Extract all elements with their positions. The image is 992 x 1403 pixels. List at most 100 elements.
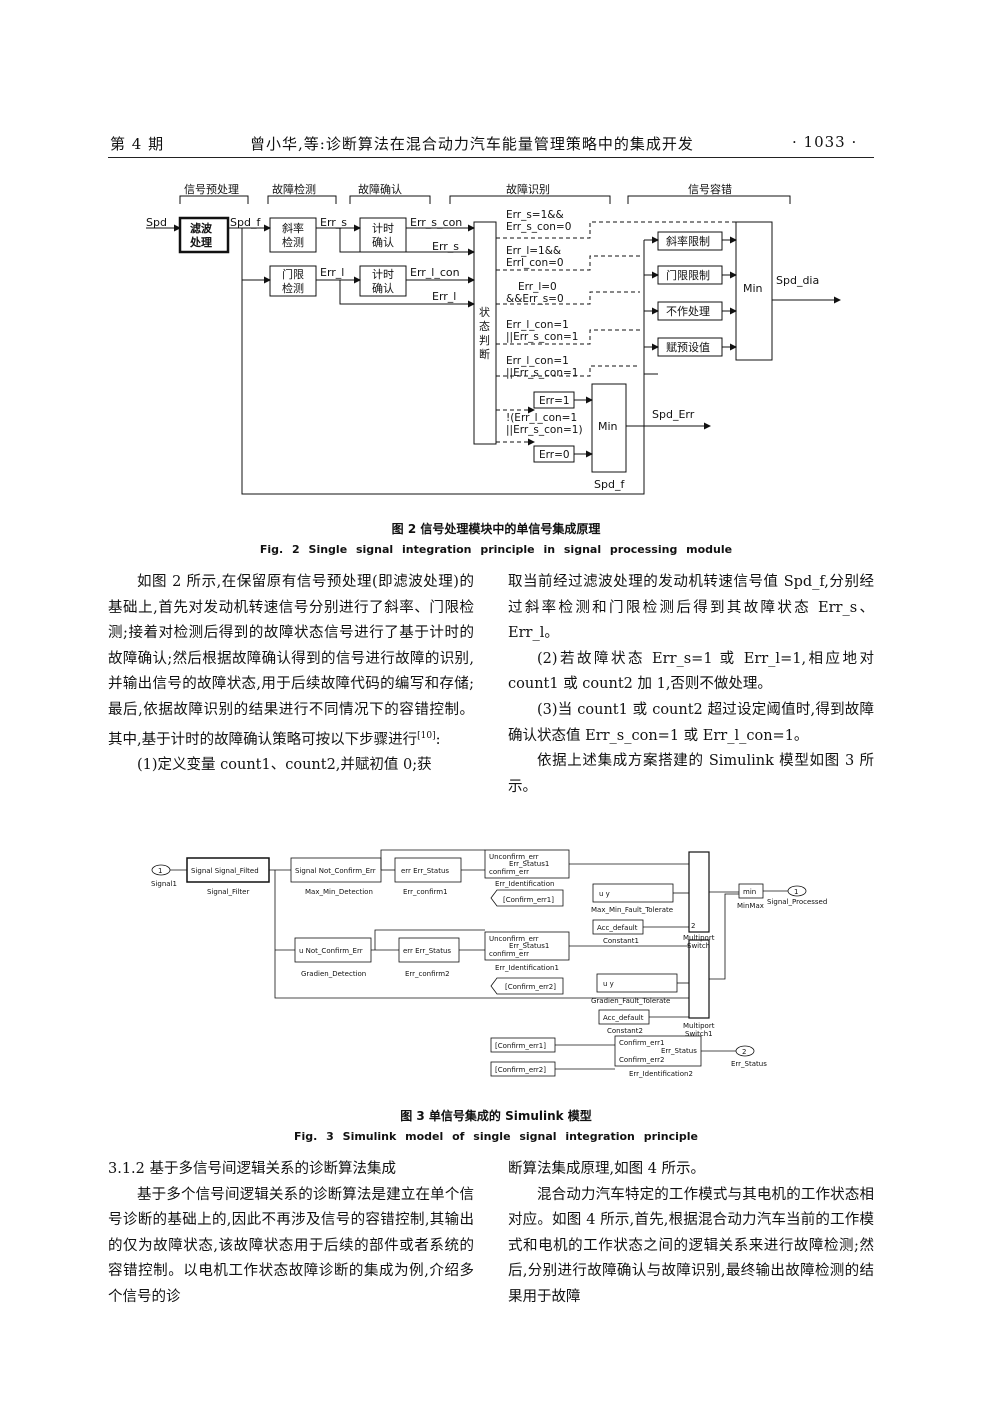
slope-block-label: 斜率 xyxy=(282,221,304,235)
header-rule xyxy=(108,157,874,158)
block-name: Multiport xyxy=(683,934,715,942)
block-name: Gradien_Detection xyxy=(301,970,366,978)
block-label: Signal Signal_Filted xyxy=(191,867,259,875)
running-title: 曾小华,等:诊断算法在混合动力汽车能量管理策略中的集成开发 xyxy=(250,135,694,153)
block-name: Err_Identification xyxy=(495,880,554,888)
block-label: Confirm_err2 xyxy=(619,1056,664,1064)
err-l-label: Err_l xyxy=(432,290,456,303)
spd-label: Spd xyxy=(146,216,167,229)
tolerance-label: 门限限制 xyxy=(666,268,710,282)
state-block-label: 断 xyxy=(479,347,490,361)
spd-f-label: Spd_f xyxy=(594,478,625,491)
err-s-con-label: Err_s_con xyxy=(410,216,462,229)
text-right-column-2: 断算法集成原理,如图 4 所示。 混合动力汽车特定的工作模式与其电机的工作状态相… xyxy=(508,1157,874,1311)
block-name: Err_Identification1 xyxy=(495,964,559,972)
outport-name: Err_Status xyxy=(731,1060,767,1068)
block-label: u y xyxy=(599,890,610,898)
paragraph: 依据上述集成方案搭建的 Simulink 模型如图 3 所示。 xyxy=(508,753,874,795)
paragraph: 基于多个信号间逻辑关系的诊断算法是建立在单个信号诊断的基础上的,因此不再涉及信号… xyxy=(108,1186,474,1305)
inport-number: 1 xyxy=(158,867,162,875)
block-label: err Err_Status xyxy=(401,867,449,875)
condition-label: Errl_con=0 xyxy=(506,257,564,269)
block-label: Unconfirm_err xyxy=(489,853,539,861)
tolerance-label: 斜率限制 xyxy=(666,234,710,248)
block-name: Err_confirm2 xyxy=(405,970,450,978)
slope-block-label: 检测 xyxy=(282,235,304,249)
timer-block-label: 计时 xyxy=(372,268,394,281)
spd-f-label: Spd_f xyxy=(230,216,261,229)
condition-label: &&Err_s=0 xyxy=(506,293,564,305)
figure-2-caption-zh: 图 2 信号处理模块中的单信号集成原理 xyxy=(391,522,601,536)
outport-number: 2 xyxy=(742,1048,746,1056)
figure-2-diagram: 信号预处理 故障检测 故障确认 故障识别 信号容错 Spd 滤波 处理 Spd_… xyxy=(146,182,841,495)
condition-label: Err_s=1&& xyxy=(506,209,564,221)
tolerance-label: 赋预设值 xyxy=(666,341,710,354)
goto-tag: [Confirm_err1] xyxy=(503,896,554,904)
block-name: Constant1 xyxy=(603,937,639,945)
block-name: Gradien_Fault_Tolerate xyxy=(591,997,670,1005)
condition-label: Err_s_con=0 xyxy=(506,221,571,233)
block-label: Acc_default xyxy=(597,924,638,932)
state-block-label: 判 xyxy=(479,334,490,347)
page-number: · 1033 · xyxy=(792,133,858,151)
filter-block-label: 处理 xyxy=(189,235,212,249)
section-label: 故障确认 xyxy=(358,182,402,196)
block-label: confirm_err xyxy=(489,950,529,958)
paragraph: 混合动力汽车特定的工作模式与其电机的工作状态相对应。如图 4 所示,首先,根据混… xyxy=(508,1186,874,1305)
block-label: Confirm_err1 xyxy=(619,1039,664,1047)
paragraph: (3)当 count1 或 count2 超过设定阈值时,得到故障确认状态值 E… xyxy=(508,701,874,744)
state-block-label: 态 xyxy=(479,320,490,333)
text-left-column-1: 如图 2 所示,在保留原有信号预处理(即滤波处理)的基础上,首先对发动机转速信号… xyxy=(108,570,474,779)
paragraph: (1)定义变量 count1、count2,并赋初值 0;获 xyxy=(137,756,432,773)
block-label: Signal Not_Confirm_Err xyxy=(295,867,376,875)
tolerance-label: 不作处理 xyxy=(666,305,710,318)
figure-3-caption-en: Fig. 3 Simulink model of single signal i… xyxy=(294,1130,698,1143)
condition-label: ||Err_s_con=1 xyxy=(506,331,578,343)
min-block-label: Min xyxy=(743,282,763,295)
block-label: confirm_err xyxy=(489,868,529,876)
err-l-label: Err_l xyxy=(320,266,344,279)
figure-2-caption-en: Fig. 2 Single signal integration princip… xyxy=(259,543,733,556)
paragraph: 断算法集成原理,如图 4 所示。 xyxy=(508,1161,706,1177)
condition-label: !(Err_l_con=1 xyxy=(506,412,577,424)
block-name: Err_Identification2 xyxy=(629,1070,693,1078)
outport-number: 1 xyxy=(794,888,798,896)
block-name: Switch1 xyxy=(685,1030,713,1038)
condition-label: Err_l_con=1 xyxy=(506,355,569,367)
from-tag: [Confirm_err1] xyxy=(495,1042,546,1050)
section-label: 故障识别 xyxy=(506,182,550,196)
port-label: 2 xyxy=(691,922,695,930)
block-label: Err_Status1 xyxy=(509,942,549,950)
filter-block-label: 滤波 xyxy=(190,221,213,235)
paragraph: 如图 2 所示,在保留原有信号预处理(即滤波处理)的基础上,首先对发动机转速信号… xyxy=(108,574,474,748)
block-label: min xyxy=(743,888,756,896)
issue-label: 第 4 期 xyxy=(110,135,165,153)
block-label: Err_Status1 xyxy=(509,860,549,868)
state-block-label: 状 xyxy=(479,305,490,319)
section-label: 信号容错 xyxy=(688,182,732,196)
block-label: err Err_Status xyxy=(403,947,451,955)
paragraph: 取当前经过滤波处理的发动机转速信号值 Spd_f,分别经过斜率检测和门限检测后得… xyxy=(508,574,874,642)
limit-block-label: 检测 xyxy=(282,281,304,295)
err-s-label: Err_s xyxy=(432,240,459,253)
figure-3-simulink-model: 1 Signal1 Signal Signal_Filted Signal_Fi… xyxy=(151,849,827,1078)
block-name: Signal_Filter xyxy=(207,888,249,896)
block-name: Switch xyxy=(687,942,710,950)
section-label: 故障检测 xyxy=(272,182,316,196)
block-label: Unconfirm_err xyxy=(489,935,539,943)
from-tag: [Confirm_err2] xyxy=(495,1066,546,1074)
paragraph: (2)若故障状态 Err_s=1 或 Err_l=1,相应地对 count1 或… xyxy=(508,650,874,693)
block-name: MinMax xyxy=(737,902,764,910)
err0-block-label: Err=0 xyxy=(539,449,570,461)
block-name: Err_confirm1 xyxy=(403,888,448,896)
block-label: u Not_Confirm_Err xyxy=(299,947,363,955)
block-name: Max_Min_Detection xyxy=(305,888,373,896)
outport-name: Signal_Processed xyxy=(767,898,827,906)
min-block-label: Min xyxy=(598,420,618,433)
block-name: Constant2 xyxy=(607,1027,643,1035)
text-left-column-2: 3.1.2 基于多信号间逻辑关系的诊断算法集成 基于多个信号间逻辑关系的诊断算法… xyxy=(108,1157,474,1311)
timer-block-label: 确认 xyxy=(372,236,394,249)
err-s-label: Err_s xyxy=(320,216,347,229)
condition-label: Err_l=0 xyxy=(518,281,557,293)
block-label: Err_Status xyxy=(661,1047,697,1055)
